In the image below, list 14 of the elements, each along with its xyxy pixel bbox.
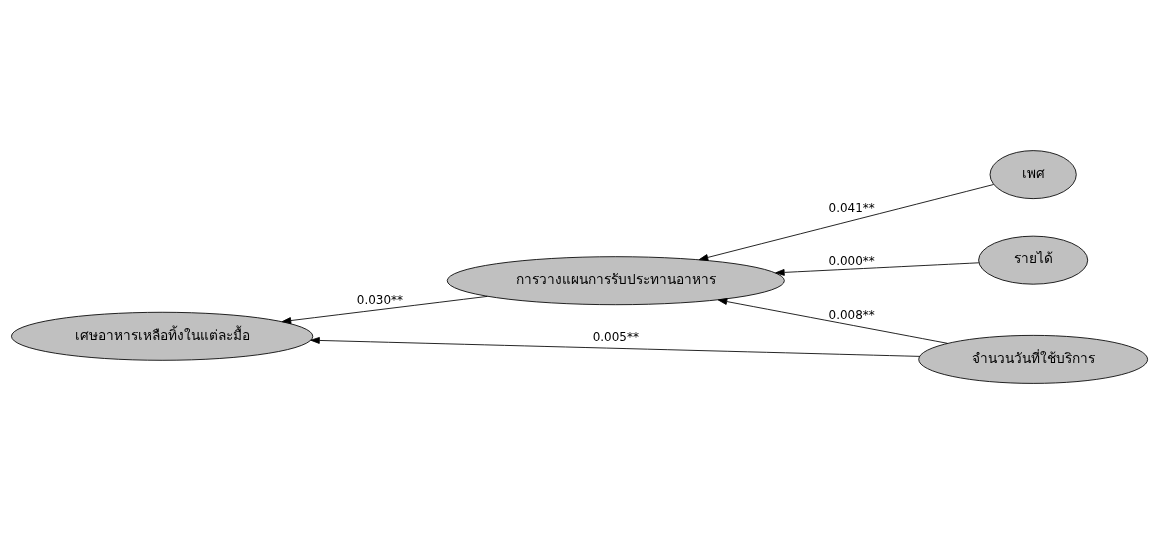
edge-label: 0.041** [828, 200, 875, 215]
edge-label: 0.030** [356, 292, 404, 307]
arrow [717, 297, 948, 344]
edge-label: 0.008** [828, 307, 875, 321]
arrow [775, 261, 980, 276]
edge-label: 0.005** [592, 329, 639, 344]
node-ellipse: เพศ [989, 149, 1077, 199]
node-ellipse: จำนวนวันที่ใช้บริการ [918, 334, 1149, 384]
node-ellipse: เศษอาหารเหลือทิ้งในแต่ละมื้อ [11, 311, 314, 361]
edge-label: 0.000** [828, 253, 875, 268]
arrow [281, 295, 488, 324]
arrow [698, 183, 994, 261]
arrow [310, 336, 920, 357]
node-ellipse: รายได้ [978, 235, 1089, 285]
